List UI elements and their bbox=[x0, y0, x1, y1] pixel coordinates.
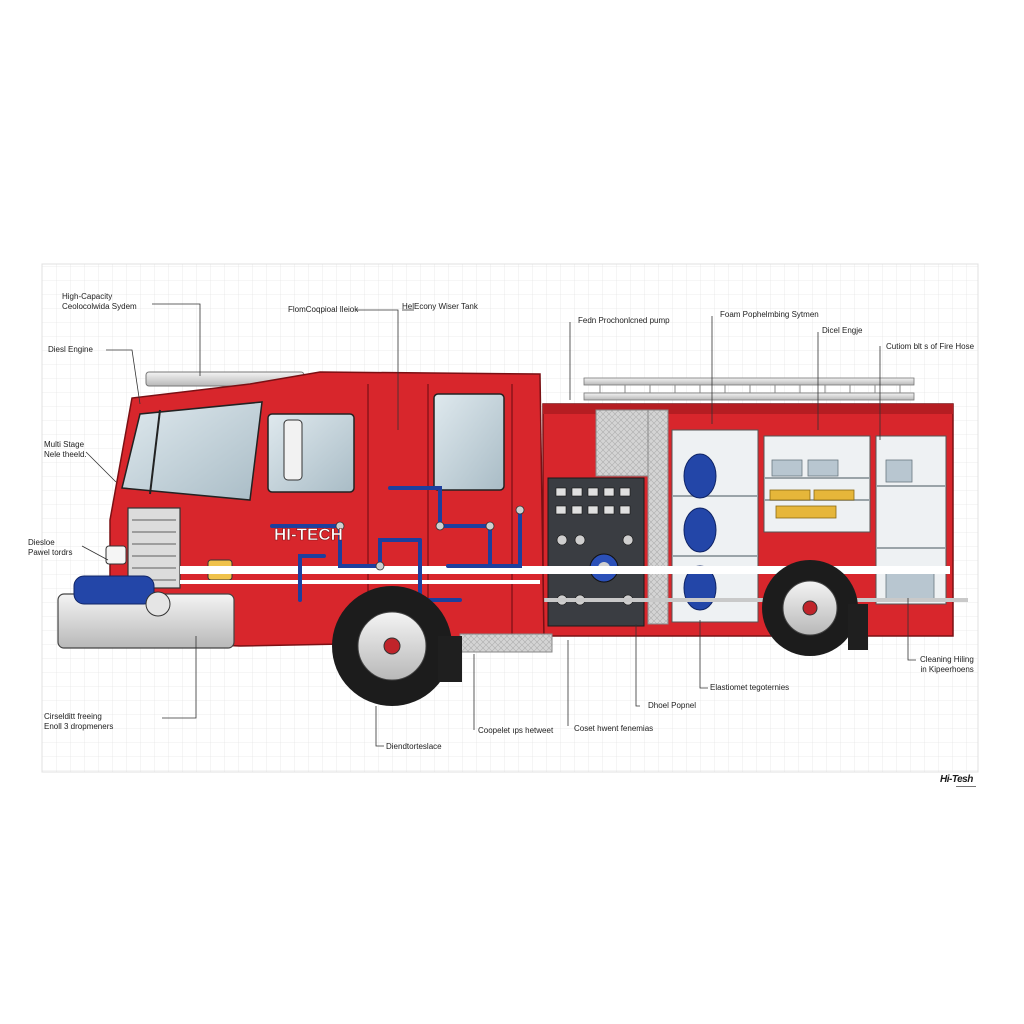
brand-text: HI-TECH bbox=[274, 525, 343, 544]
label-diesel-engine-right: Dicel Engje bbox=[822, 326, 863, 335]
label-foam-system: Foam Pophelmbing Sytmen bbox=[720, 310, 819, 319]
label-custom-hose: Cutiom blt s of Fire Hose bbox=[886, 342, 975, 351]
label-diesel-engine-left: Diesl Engine bbox=[48, 345, 93, 354]
mud-flap bbox=[438, 636, 462, 682]
label-diesel-teslace: Diendtorteslace bbox=[386, 742, 442, 751]
label-diesel-popnel: Dhoel Popnel bbox=[648, 701, 697, 710]
front-wheel bbox=[332, 586, 452, 706]
label-coset-hweni: Coset hwent fenemias bbox=[574, 724, 654, 733]
brand-logo: Hi-Tesh bbox=[940, 774, 973, 785]
windshield bbox=[121, 401, 263, 501]
headlight bbox=[105, 545, 127, 565]
logo-underline bbox=[956, 786, 976, 787]
label-elastomet: Elastiomet tegoternies bbox=[710, 683, 790, 692]
side-window-front bbox=[267, 413, 355, 493]
leader-lines bbox=[81, 303, 916, 747]
side-window-rear bbox=[433, 393, 505, 491]
rear-body bbox=[542, 403, 968, 637]
label-water-tank: HelEcony Wiser Tank bbox=[402, 302, 478, 311]
label-foam-cockpit: FlomCoqpioal Ileiok bbox=[288, 305, 359, 314]
front-hose bbox=[73, 575, 155, 605]
roof-ladder bbox=[583, 377, 915, 401]
label-foam-pump: Fedn Prochonlcned pump bbox=[578, 316, 670, 325]
label-coopelet: Coopelet ıps hetweet bbox=[478, 726, 554, 735]
rear-wheel bbox=[762, 560, 858, 656]
side-mirror bbox=[283, 419, 303, 481]
cab bbox=[57, 371, 950, 653]
